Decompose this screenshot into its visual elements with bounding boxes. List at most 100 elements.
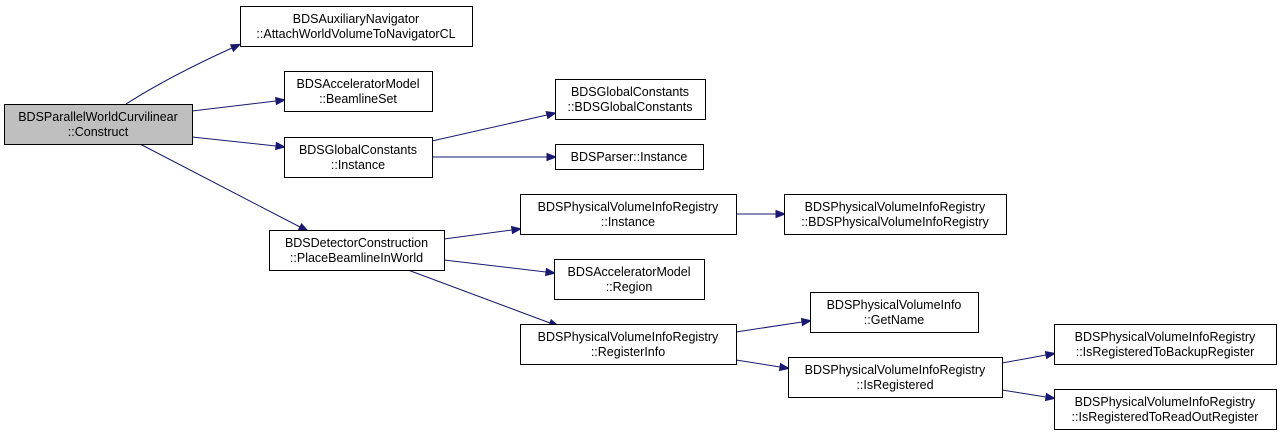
arrowhead-icon: [510, 225, 523, 235]
nodes-layer: BDSParallelWorldCurvilinear::ConstructBD…: [4, 6, 1277, 430]
arrowhead-icon: [275, 141, 287, 151]
node-method-label: ::PlaceBeamlineInWorld: [290, 251, 423, 265]
node-method-label: ::Region: [606, 280, 653, 294]
edge-line: [1001, 354, 1047, 364]
node-method-label: ::Instance: [601, 215, 655, 229]
node-class-label: BDSPhysicalVolumeInfoRegistry: [1075, 395, 1256, 409]
node-box: [555, 79, 706, 120]
node-class-label: BDSGlobalConstants: [571, 85, 689, 99]
edge-line: [1001, 389, 1047, 398]
node-pvctor[interactable]: BDSPhysicalVolumeInfoRegistry::BDSPhysic…: [784, 194, 1007, 235]
node-detcon[interactable]: BDSDetectorConstruction::PlaceBeamlineIn…: [269, 230, 445, 271]
node-class-label: BDSParallelWorldCurvilinear: [18, 110, 178, 124]
edge-line: [191, 136, 277, 147]
node-box: [240, 6, 473, 47]
node-pvreg[interactable]: BDSPhysicalVolumeInfoRegistry::RegisterI…: [520, 324, 737, 365]
node-pvname[interactable]: BDSPhysicalVolumeInfo::GetName: [810, 292, 979, 333]
node-accset[interactable]: BDSAcceleratorModel::BeamlineSet: [284, 71, 433, 112]
node-box: [554, 259, 705, 300]
edge-line: [191, 100, 277, 112]
node-method-label: ::AttachWorldVolumeToNavigatorCL: [256, 27, 455, 41]
edge-line: [139, 143, 301, 228]
edge-root-to-aux: [125, 43, 242, 105]
edges-layer: [125, 43, 1057, 402]
edge-line: [431, 114, 548, 142]
arrowhead-icon: [229, 43, 242, 53]
edge-pvreg-to-pvname: [735, 317, 813, 333]
edge-detcon-to-pvreg: [407, 269, 560, 327]
node-method-label: ::Instance: [331, 158, 385, 172]
node-pvinst[interactable]: BDSPhysicalVolumeInfoRegistry::Instance: [520, 194, 737, 235]
node-class-label: BDSAcceleratorModel: [297, 77, 420, 91]
node-box: [1054, 324, 1277, 365]
edge-root-to-accset: [191, 96, 287, 112]
node-class-label: BDSPhysicalVolumeInfoRegistry: [538, 330, 719, 344]
node-method-label: ::GetName: [864, 313, 924, 327]
node-pvbackup[interactable]: BDSPhysicalVolumeInfoRegistry::IsRegiste…: [1054, 324, 1277, 365]
arrowhead-icon: [775, 209, 787, 219]
node-box: [284, 137, 433, 178]
node-method-label: ::BeamlineSet: [319, 92, 397, 106]
node-box: [788, 357, 1003, 398]
edge-pvisreg-to-pvreadout: [1001, 389, 1057, 402]
node-class-label: BDSAuxiliaryNavigator: [293, 12, 419, 26]
node-class-label: BDSParser::Instance: [571, 150, 688, 164]
node-method-label: ::Construct: [68, 125, 129, 139]
node-parser[interactable]: BDSParser::Instance: [555, 144, 704, 170]
edge-root-to-detcon: [139, 143, 310, 232]
node-class-label: BDSPhysicalVolumeInfoRegistry: [805, 200, 986, 214]
node-pvisreg[interactable]: BDSPhysicalVolumeInfoRegistry::IsRegiste…: [788, 357, 1003, 398]
node-accreg[interactable]: BDSAcceleratorModel::Region: [554, 259, 705, 300]
node-pvreadout[interactable]: BDSPhysicalVolumeInfoRegistry::IsRegiste…: [1054, 389, 1277, 430]
arrowhead-icon: [545, 267, 557, 277]
edge-root-to-gcinst: [191, 136, 287, 151]
node-box: [555, 144, 704, 170]
node-box: [1054, 389, 1277, 430]
arrowhead-icon: [1044, 392, 1057, 402]
node-gcinst[interactable]: BDSGlobalConstants::Instance: [284, 137, 433, 178]
arrowhead-icon: [778, 362, 791, 372]
node-class-label: BDSPhysicalVolumeInfoRegistry: [805, 363, 986, 377]
edge-detcon-to-accreg: [443, 259, 557, 277]
node-method-label: ::IsRegistered: [856, 378, 933, 392]
node-gcctor[interactable]: BDSGlobalConstants::BDSGlobalConstants: [555, 79, 706, 120]
node-box: [520, 194, 737, 235]
edge-gcinst-to-parser: [432, 152, 558, 162]
edge-line: [125, 47, 233, 105]
node-box: [520, 324, 737, 365]
arrowhead-icon: [546, 152, 558, 162]
node-class-label: BDSPhysicalVolumeInfo: [827, 298, 962, 312]
node-method-label: ::IsRegisteredToBackupRegister: [1076, 345, 1255, 359]
node-class-label: BDSPhysicalVolumeInfoRegistry: [1075, 330, 1256, 344]
edge-gcinst-to-gcctor: [431, 110, 558, 142]
edge-pvisreg-to-pvbackup: [1001, 350, 1057, 364]
arrowhead-icon: [800, 317, 813, 327]
node-class-label: BDSAcceleratorModel: [568, 265, 691, 279]
node-class-label: BDSGlobalConstants: [299, 143, 417, 157]
edge-line: [735, 321, 803, 333]
node-class-label: BDSPhysicalVolumeInfoRegistry: [538, 200, 719, 214]
node-method-label: ::BDSGlobalConstants: [567, 100, 692, 114]
arrowhead-icon: [1044, 350, 1057, 360]
node-class-label: BDSDetectorConstruction: [285, 236, 428, 250]
node-method-label: ::BDSPhysicalVolumeInfoRegistry: [801, 215, 989, 229]
node-box: [284, 71, 433, 112]
node-root: BDSParallelWorldCurvilinear::Construct: [4, 104, 193, 145]
edge-line: [443, 229, 513, 240]
node-box: [810, 292, 979, 333]
node-box: [4, 104, 193, 145]
node-method-label: ::RegisterInfo: [591, 345, 665, 359]
node-box: [269, 230, 445, 271]
edge-pvreg-to-pvisreg: [735, 359, 791, 372]
arrowhead-icon: [545, 110, 558, 120]
node-box: [784, 194, 1007, 235]
edge-line: [407, 269, 551, 324]
edge-line: [735, 359, 781, 368]
edge-line: [443, 259, 547, 273]
node-aux[interactable]: BDSAuxiliaryNavigator::AttachWorldVolume…: [240, 6, 473, 47]
node-method-label: ::IsRegisteredToReadOutRegister: [1072, 410, 1259, 424]
edge-detcon-to-pvinst: [443, 225, 523, 240]
edge-pvinst-to-pvctor: [736, 209, 787, 219]
arrowhead-icon: [275, 96, 287, 106]
